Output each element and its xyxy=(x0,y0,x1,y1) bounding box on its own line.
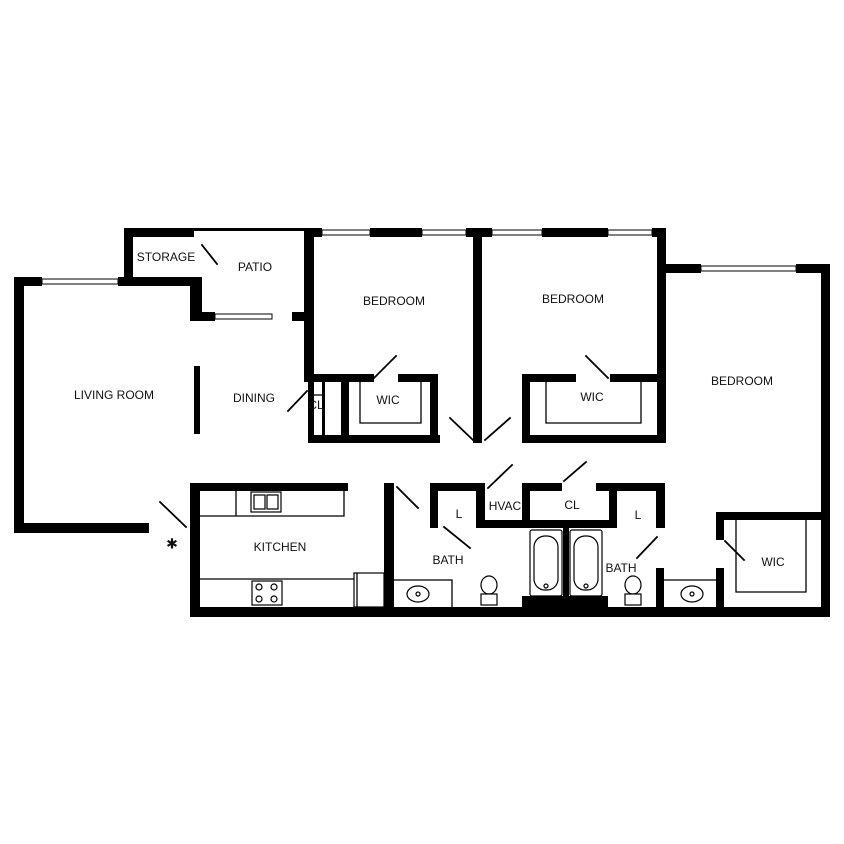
door-bath-2 xyxy=(635,535,659,560)
room-label-bath-2: BATH xyxy=(605,561,636,575)
room-label-hvac: HVAC xyxy=(489,499,522,513)
room-label-closet-dining: CL xyxy=(308,398,324,412)
toilet-icon xyxy=(480,575,498,606)
window-bedroom-1b xyxy=(421,229,467,236)
exterior-walls xyxy=(14,228,830,617)
window-bedroom-2b xyxy=(607,229,653,236)
room-label-linen-1: L xyxy=(456,507,463,521)
window-bedroom-3 xyxy=(700,265,797,272)
window-patio xyxy=(214,313,273,320)
room-label-dining: DINING xyxy=(233,391,275,405)
windows xyxy=(41,229,797,320)
doors xyxy=(158,243,746,562)
door-wic-3 xyxy=(723,539,746,562)
interior-walls xyxy=(190,228,826,617)
room-label-kitchen: KITCHEN xyxy=(254,540,307,554)
door-hvac xyxy=(486,463,514,490)
room-label-wic-3: WIC xyxy=(761,555,785,569)
room-labels: STORAGE PATIO BEDROOM BEDROOM BEDROOM LI… xyxy=(74,250,785,575)
door-entry xyxy=(158,500,188,529)
room-label-closet-hall: CL xyxy=(564,498,580,512)
door-linen-1 xyxy=(442,525,472,550)
window-living xyxy=(41,278,119,285)
refrigerator-icon xyxy=(353,572,385,608)
room-label-storage: STORAGE xyxy=(137,250,195,264)
room-label-living-room: LIVING ROOM xyxy=(74,388,154,402)
room-label-bedroom-3: BEDROOM xyxy=(711,374,773,388)
door-bedroom-2 xyxy=(483,416,512,442)
room-label-linen-2: L xyxy=(635,508,642,522)
closet-shelves xyxy=(314,382,807,593)
room-label-patio: PATIO xyxy=(238,260,272,274)
door-wic-2 xyxy=(584,354,610,380)
door-closet-dining xyxy=(286,389,309,413)
door-closet-hall xyxy=(562,460,588,483)
room-label-bedroom-2: BEDROOM xyxy=(542,292,604,306)
stove-icon xyxy=(251,580,283,606)
room-label-bath-1: BATH xyxy=(432,553,463,567)
kitchen-fixtures xyxy=(200,491,385,608)
sink-icon xyxy=(406,585,430,603)
bathtub-icon xyxy=(529,529,563,597)
window-bedroom-2a xyxy=(491,229,543,236)
entry-marker-icon: ✱ xyxy=(166,536,178,552)
door-bedroom-1 xyxy=(448,416,475,442)
bath-fixtures xyxy=(394,529,721,607)
room-label-bedroom-1: BEDROOM xyxy=(363,294,425,308)
room-label-wic-2: WIC xyxy=(580,390,604,404)
bathtub-icon xyxy=(569,529,603,597)
door-wic-1 xyxy=(372,354,398,380)
toilet-icon xyxy=(624,575,642,606)
door-storage xyxy=(200,243,219,266)
kitchen-sink-icon xyxy=(250,491,282,513)
sink-icon xyxy=(680,585,704,603)
room-label-wic-1: WIC xyxy=(376,393,400,407)
window-bedroom-1a xyxy=(321,229,371,236)
door-bath-1 xyxy=(395,485,420,510)
